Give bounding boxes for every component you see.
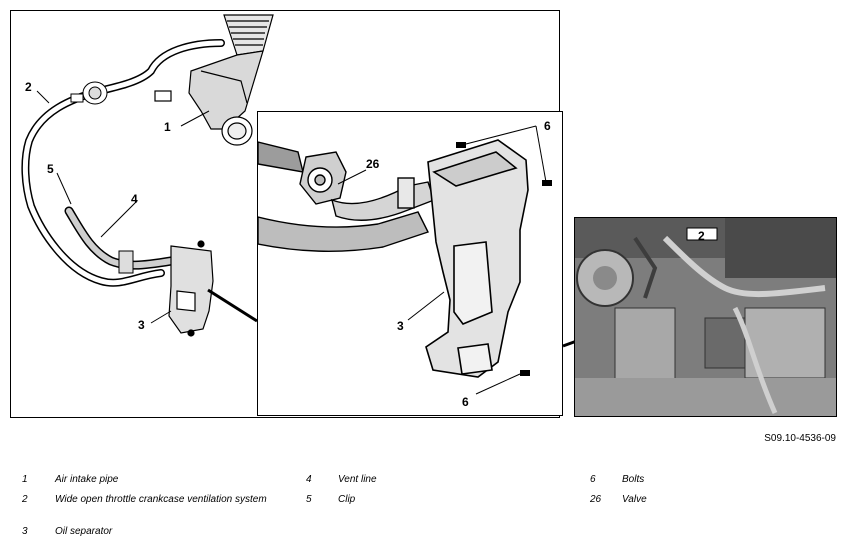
- legend-text: Bolts: [622, 474, 645, 485]
- legend-number: 4: [306, 474, 312, 485]
- legend-number: 5: [306, 494, 312, 505]
- overview-line-drawing: [21, 14, 274, 337]
- engine-photo-panel: 2: [574, 217, 837, 417]
- legend-text: Valve: [622, 494, 647, 505]
- legend-text: Vent line: [338, 474, 377, 485]
- callout-26: 26: [366, 157, 380, 171]
- detail-inset-panel: 6 26 3 6: [257, 111, 563, 416]
- legend-text: Wide open throttle crankcase ventilation…: [55, 494, 267, 505]
- legend-number: 3: [22, 526, 28, 537]
- callout-6-top: 6: [544, 119, 551, 133]
- callout-2-photo: 2: [698, 229, 705, 243]
- callout-3-inset: 3: [397, 319, 404, 333]
- callout-4: 4: [131, 192, 138, 206]
- inset-line-drawing: [258, 125, 552, 395]
- legend-number: 26: [590, 494, 602, 505]
- legend-number: 1: [22, 474, 28, 485]
- callout-6-bottom: 6: [462, 395, 469, 409]
- legend-number: 6: [590, 474, 596, 485]
- legend-text: Oil separator: [55, 526, 113, 537]
- callout-2: 2: [25, 80, 32, 94]
- callout-5: 5: [47, 162, 54, 176]
- figure-reference: S09.10-4536-09: [764, 433, 836, 444]
- legend-text: Air intake pipe: [55, 474, 119, 485]
- legend-number: 2: [22, 494, 28, 505]
- engine-photo-illustration: [575, 218, 836, 416]
- callout-3: 3: [138, 318, 145, 332]
- legend-text: Clip: [338, 494, 356, 505]
- callout-1: 1: [164, 120, 171, 134]
